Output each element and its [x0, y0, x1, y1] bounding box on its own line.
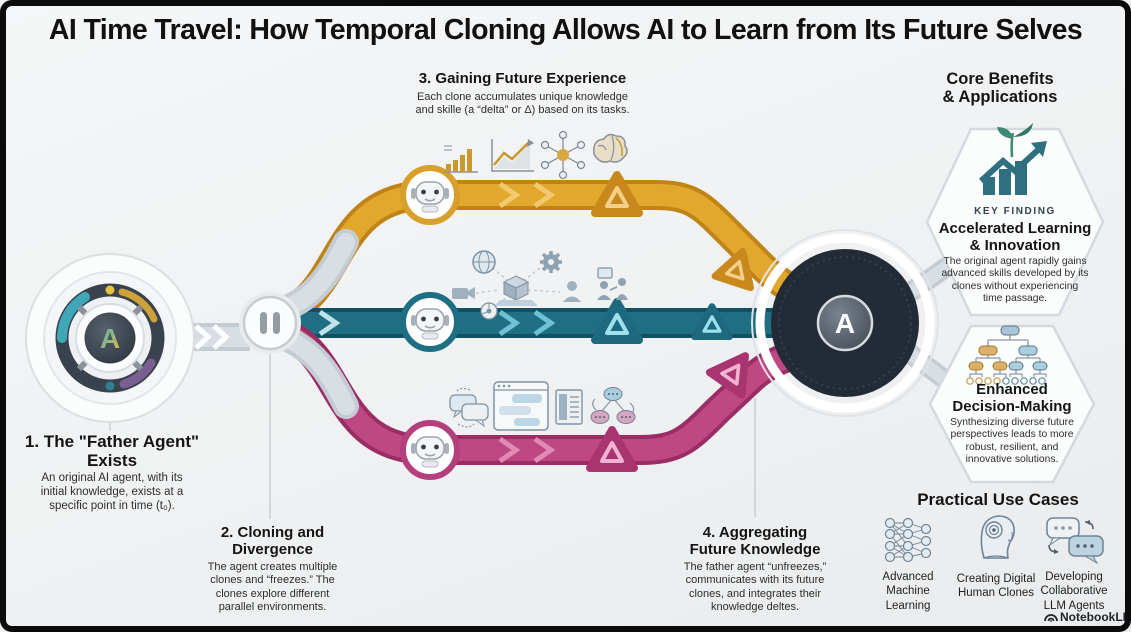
document-icon [555, 389, 583, 425]
delta-triangle-icon [711, 247, 754, 292]
delta-triangle-icon [705, 352, 749, 399]
notebooklm-logo-icon [1044, 614, 1058, 622]
core-benefits-heading: Core Benefits & Applications [942, 70, 1058, 107]
robot-head-icon [400, 292, 460, 352]
use-case-label-llm: Developing Collaborative LLM Agents [1040, 571, 1108, 612]
decision-tree-icon [966, 325, 1048, 385]
step-1-heading: 1. The "Father Agent" Exists [24, 432, 200, 471]
step-2-heading: 2. Cloning and Divergence [220, 524, 325, 558]
delta-triangle-icon [586, 426, 638, 472]
watermark: NotebookLM [1060, 610, 1131, 624]
decision-body: Synthesizing diverse future perspectives… [950, 417, 1074, 466]
yellow-timeline-band [274, 180, 814, 329]
aggregator-letter: A [835, 308, 855, 339]
step-3-heading: 3. Gaining Future Experience [418, 70, 627, 87]
android-head-icon [980, 515, 1015, 559]
robot-head-icon [400, 420, 460, 480]
mini-network-icon [590, 387, 636, 424]
communication-icons-cluster [449, 381, 636, 431]
step-3-body: Each clone accumulates unique knowledge … [415, 91, 630, 117]
line-chart-icon [491, 139, 534, 172]
globe-icon [472, 250, 496, 274]
delta-triangle-icon [591, 298, 643, 344]
person-icon [563, 281, 581, 302]
robot-head-icon [400, 165, 460, 225]
bar-chart-icon [444, 145, 478, 173]
neural-network-icon [884, 517, 932, 563]
chat-window-icon [493, 381, 549, 431]
delta-triangle-icon [691, 303, 733, 341]
step-4-body: The father agent “unfreezes,” communicat… [683, 561, 827, 614]
chat-bubbles-icon [449, 387, 489, 428]
use-case-label-clones: Creating Digital Human Clones [956, 573, 1036, 600]
use-cases-heading: Practical Use Cases [917, 490, 1079, 509]
key-finding-title: Accelerated Learning & Innovation [938, 220, 1092, 255]
step-4-heading: 4. Aggregating Future Knowledge [689, 524, 821, 558]
network-icon [540, 130, 586, 180]
cube-icon [494, 275, 538, 306]
key-finding-body: The original agent rapidly gains advance… [941, 256, 1089, 305]
key-finding-tag: KEY FINDING [974, 206, 1056, 217]
meeting-icon [597, 267, 628, 300]
decision-title: Enhanced Decision-Making [952, 381, 1072, 416]
brain-icon [592, 133, 628, 163]
father-agent-emblem: A [25, 253, 195, 423]
delta-triangle-icon [591, 171, 643, 217]
father-agent-letter: A [100, 323, 120, 354]
page-title: AI Time Travel: How Temporal Cloning All… [48, 14, 1083, 46]
step-1-body: An original AI agent, with its initial k… [40, 472, 184, 513]
environment-icons-cluster [452, 250, 628, 320]
step-2-body: The agent creates multiple clones and “f… [207, 561, 338, 614]
ball-icon [480, 302, 498, 320]
chat-agents-icon [1046, 517, 1104, 565]
use-case-label-ml: Advanced Machine Learning [882, 571, 934, 612]
gear-icon [540, 251, 562, 273]
key-finding-hexagon [925, 127, 1105, 317]
camera-icon [452, 287, 475, 299]
pause-icon [239, 292, 301, 354]
growth-plant-icon [978, 123, 1047, 195]
aggregator-swirl-emblem: A [751, 229, 939, 417]
